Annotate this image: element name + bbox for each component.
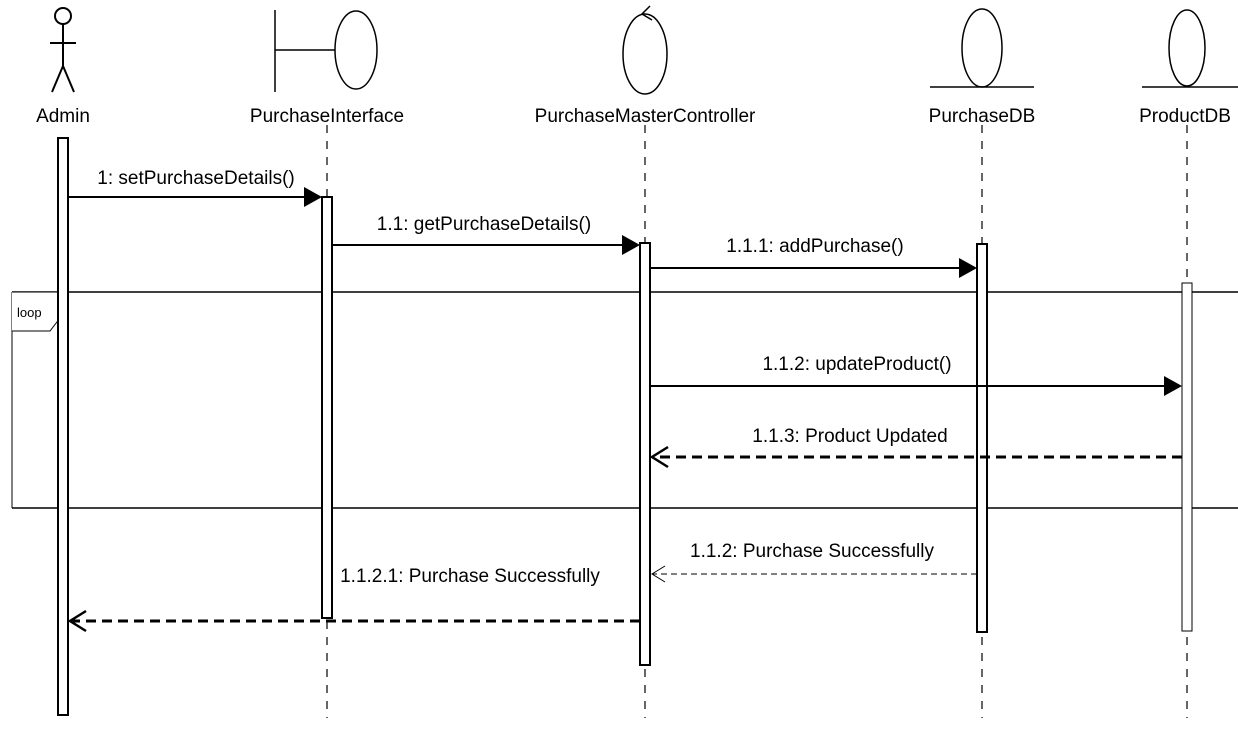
message-label: 1.1.2: Purchase Successfully	[690, 541, 934, 562]
message-purchase-successfully-admin: 1.1.2.1: Purchase Successfully	[67, 566, 640, 633]
loop-fragment: loop	[11, 291, 1238, 509]
control-icon	[622, 5, 668, 95]
message-label: 1.1.2: updateProduct()	[762, 354, 951, 375]
message-label: 1.1.3: Product Updated	[752, 426, 947, 447]
message-product-updated: 1.1.3: Product Updated	[649, 426, 1182, 469]
message-get-purchase-details: 1.1: getPurchaseDetails()	[332, 214, 640, 255]
participant-name-admin: Admin	[36, 106, 90, 127]
activation-productdb	[1181, 282, 1193, 632]
actor-icon	[50, 7, 76, 93]
message-set-purchase-details: 1: setPurchaseDetails()	[68, 168, 322, 207]
participant-name-purchaseinterface: PurchaseInterface	[250, 106, 404, 127]
participant-name-purchasemastercontroller: PurchaseMasterController	[535, 106, 756, 127]
entity-icon-productdb	[1142, 9, 1238, 88]
loop-operator-label: loop	[17, 305, 42, 320]
message-add-purchase: 1.1.1: addPurchase()	[650, 236, 977, 278]
message-update-product: 1.1.2: updateProduct()	[650, 354, 1182, 396]
message-label: 1.1.1: addPurchase()	[726, 236, 903, 257]
activation-purchasemastercontroller	[639, 242, 651, 666]
participant-name-purchasedb: PurchaseDB	[929, 106, 1036, 127]
message-label: 1.1: getPurchaseDetails()	[377, 214, 591, 235]
participant-name-productdb: ProductDB	[1139, 106, 1231, 127]
message-label: 1.1.2.1: Purchase Successfully	[340, 566, 600, 587]
activation-purchasedb	[976, 243, 988, 633]
boundary-icon	[274, 10, 378, 92]
activation-admin	[57, 137, 69, 716]
entity-icon-purchasedb	[930, 8, 1034, 88]
activation-purchaseinterface	[321, 196, 333, 619]
message-label: 1: setPurchaseDetails()	[97, 168, 294, 189]
message-purchase-successfully-db: 1.1.2: Purchase Successfully	[651, 541, 977, 583]
